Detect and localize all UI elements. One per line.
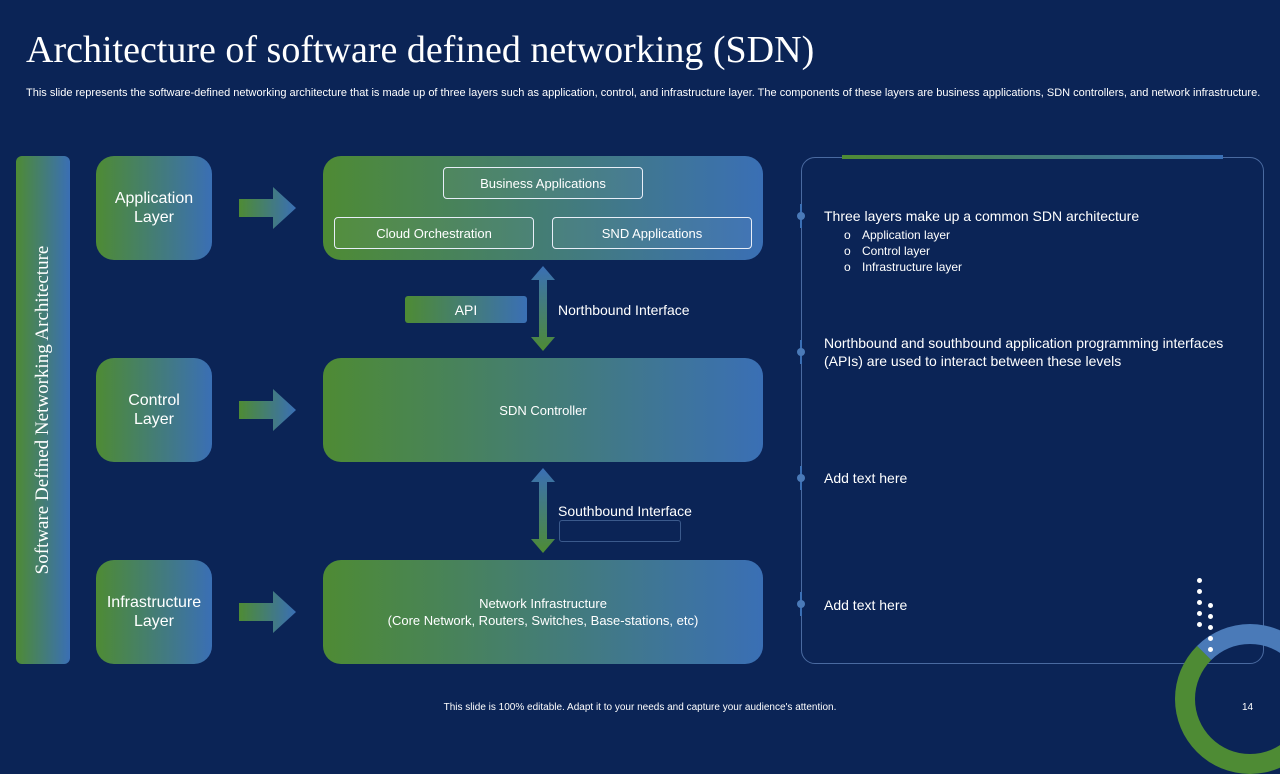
timeline-dot-icon [797,600,805,608]
note-point-3: Add text here [824,470,908,486]
note-point-4: Add text here [824,597,908,613]
control-layer-label-1: Control [128,392,180,409]
application-components-box: Business Applications Cloud Orchestratio… [323,156,763,260]
network-infrastructure-label: Network Infrastructure [479,596,607,611]
timeline-dot-icon [797,212,805,220]
note-point-1: Three layers make up a common SDN archit… [824,207,1244,275]
infrastructure-layer-label-2: Layer [133,613,174,630]
application-layer-box: Application Layer [96,156,212,260]
application-layer-label-1: Application [114,190,194,207]
note-point-1-text: Three layers make up a common SDN archit… [824,208,1140,224]
slide-subtitle: This slide represents the software-defin… [26,87,1261,99]
note-point-2: Northbound and southbound application pr… [824,335,1224,369]
double-arrow-icon [531,468,555,553]
sub-item-infrastructure: Infrastructure layer [862,260,963,274]
southbound-interface-label: Southbound Interface [558,503,692,519]
sdn-controller-box: SDN Controller [323,358,763,462]
business-applications-pill: Business Applications [443,167,643,199]
sdn-controller-label: SDN Controller [499,402,587,418]
page-number: 14 [1242,702,1254,713]
snd-applications-pill: SND Applications [552,217,752,249]
control-layer-box: Control Layer [96,358,212,462]
api-label: API [405,296,527,323]
application-layer-label-2: Layer [133,209,175,226]
arrow-right-icon [239,187,296,229]
arrow-right-icon [239,591,296,633]
cloud-orchestration-pill: Cloud Orchestration [334,217,534,249]
footer-note: This slide is 100% editable. Adapt it to… [443,702,837,713]
timeline-dot-icon [797,474,805,482]
arrow-right-icon [239,389,296,431]
sub-list-item: o Control layer [824,243,1244,259]
architecture-side-label: Software Defined Networking Architecture [32,245,53,575]
infrastructure-layer-box: Infrastructure Layer [96,560,212,664]
circle-bullet-icon: o [844,244,851,258]
circle-bullet-icon: o [844,260,851,274]
architecture-side-bar: Software Defined Networking Architecture [16,156,70,664]
northbound-interface-label: Northbound Interface [558,302,690,318]
network-infrastructure-detail: (Core Network, Routers, Switches, Base-s… [387,613,699,628]
circle-bullet-icon: o [844,228,851,242]
slide-title: Architecture of software defined network… [26,29,815,71]
sub-list-item: o Application layer [824,227,1244,243]
control-layer-label-2: Layer [133,411,174,428]
sub-item-control: Control layer [862,244,931,258]
double-arrow-icon [531,266,555,351]
empty-text-field[interactable] [559,520,681,542]
infrastructure-layer-label-1: Infrastructure [106,594,202,611]
timeline-dot-icon [797,348,805,356]
panel-accent-bar [842,155,1223,159]
sub-list-item: o Infrastructure layer [824,259,1244,275]
sub-item-application: Application layer [862,228,951,242]
network-infrastructure-box: Network Infrastructure (Core Network, Ro… [323,560,763,664]
